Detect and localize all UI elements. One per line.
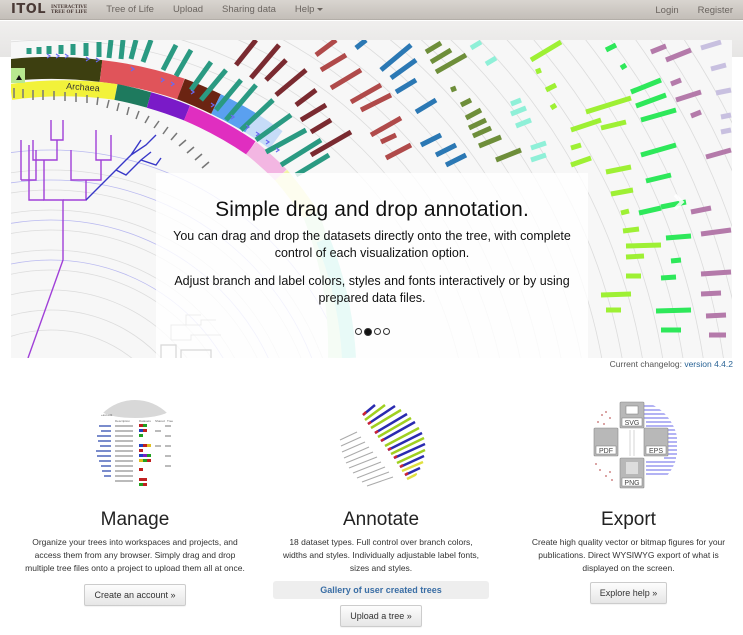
feature-description-annotate: 18 dataset types. Full control over bran…: [282, 537, 480, 573]
nav-help-label: Help: [294, 4, 315, 15]
svg-text:Tree: Tree: [167, 419, 173, 423]
carousel-indicator-1[interactable]: [354, 328, 362, 335]
nav-links: Tree of Life Upload Sharing data Help: [106, 4, 342, 15]
feature-annotate: Annotate 18 dataset types. Full control …: [270, 400, 492, 627]
nav-account-links: Login Register: [636, 0, 733, 20]
brand-name: ITOL: [11, 2, 47, 17]
changelog-label: Current changelog:: [609, 359, 682, 369]
nav-sharing-data[interactable]: Sharing data: [222, 4, 276, 15]
carousel-indicator-3[interactable]: [373, 328, 381, 335]
svg-text:PNG: PNG: [624, 480, 639, 487]
svg-text:PDF: PDF: [599, 448, 613, 455]
brand-logo[interactable]: ITOL Interactive Tree of Life: [11, 0, 87, 20]
chevron-right-icon[interactable]: [671, 192, 687, 212]
hero-carousel[interactable]: Archaea Simple drag and drop annotation.…: [11, 40, 732, 358]
circular-tree-image: Archaea: [11, 40, 732, 358]
nav-tree-of-life[interactable]: Tree of Life: [106, 4, 154, 15]
annotated-tree-icon: [335, 400, 427, 492]
feature-title-export: Export: [601, 509, 656, 530]
explore-help-button[interactable]: Explore help »: [589, 582, 668, 604]
nav-login[interactable]: Login: [655, 4, 679, 16]
feature-description-export: Create high quality vector or bitmap fig…: [531, 537, 726, 573]
gallery-link[interactable]: Gallery of user created trees: [273, 581, 489, 599]
carousel-caption: Simple drag and drop annotation. You can…: [156, 173, 588, 358]
carousel-indicator-4[interactable]: [382, 328, 390, 335]
export-formats-icon: SVG PDF EPS PNG: [586, 400, 678, 492]
caret-down-icon: [317, 7, 324, 11]
feature-title-manage: Manage: [100, 509, 170, 530]
svg-text:Archaea: Archaea: [66, 81, 100, 93]
svg-text:EPS: EPS: [649, 448, 663, 455]
upload-tree-button[interactable]: Upload a tree »: [340, 605, 422, 627]
nav-register[interactable]: Register: [697, 4, 733, 16]
svg-text:SVG: SVG: [625, 420, 640, 427]
navbar: ITOL Interactive Tree of Life Tree of Li…: [0, 0, 743, 20]
brand-tagline-line2: Tree of Life: [51, 9, 88, 15]
slide-text-2: Adjust branch and label colors, styles a…: [174, 274, 570, 305]
svg-text:Last edit: Last edit: [101, 413, 113, 417]
nav-help-dropdown[interactable]: Help: [295, 4, 324, 15]
brand-tagline-line1: Interactive: [51, 4, 88, 10]
carousel-indicator-2[interactable]: [363, 327, 372, 336]
slide-text-1: You can drag and drop the datasets direc…: [173, 229, 571, 260]
feature-export: SVG PDF EPS PNG Export Create high quali…: [514, 400, 743, 604]
svg-text:Description: Description: [115, 419, 130, 423]
create-account-button[interactable]: Create an account »: [84, 584, 186, 606]
brand-tagline: Interactive Tree of Life: [51, 5, 87, 15]
nav-upload[interactable]: Upload: [172, 4, 204, 15]
svg-text:Shared: Shared: [155, 419, 165, 423]
carousel-indicators: [156, 327, 588, 336]
changelog: Current changelog: version 4.4.2: [610, 359, 733, 369]
feature-description-manage: Organize your trees into workspaces and …: [25, 537, 245, 573]
slide-title: Simple drag and drop annotation.: [215, 198, 529, 221]
svg-text:Datasets: Datasets: [139, 419, 151, 423]
changelog-version-link[interactable]: version 4.4.2: [684, 359, 733, 369]
feature-title-annotate: Annotate: [342, 509, 420, 530]
